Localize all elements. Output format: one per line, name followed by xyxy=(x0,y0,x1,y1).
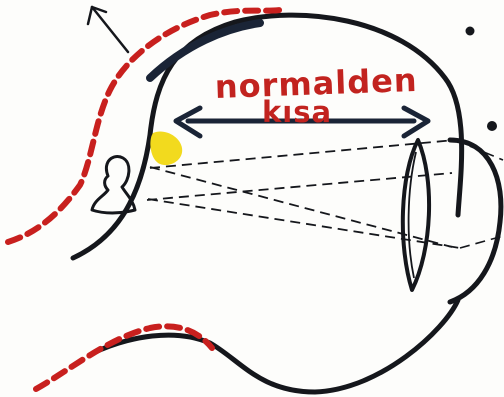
light-rays xyxy=(147,140,503,248)
eyeball-lower-outline xyxy=(93,300,458,392)
lens-inner-line xyxy=(409,152,416,278)
paper-dot xyxy=(487,121,497,131)
label-kisa: kısa xyxy=(262,95,332,129)
normal-eye-outline-top xyxy=(8,10,280,242)
light-ray xyxy=(148,199,460,248)
expansion-arrow-shaft xyxy=(92,7,128,52)
lens xyxy=(403,140,429,290)
paper-dot xyxy=(466,27,475,36)
focal-point-spot xyxy=(150,131,182,165)
cornea xyxy=(450,140,501,302)
